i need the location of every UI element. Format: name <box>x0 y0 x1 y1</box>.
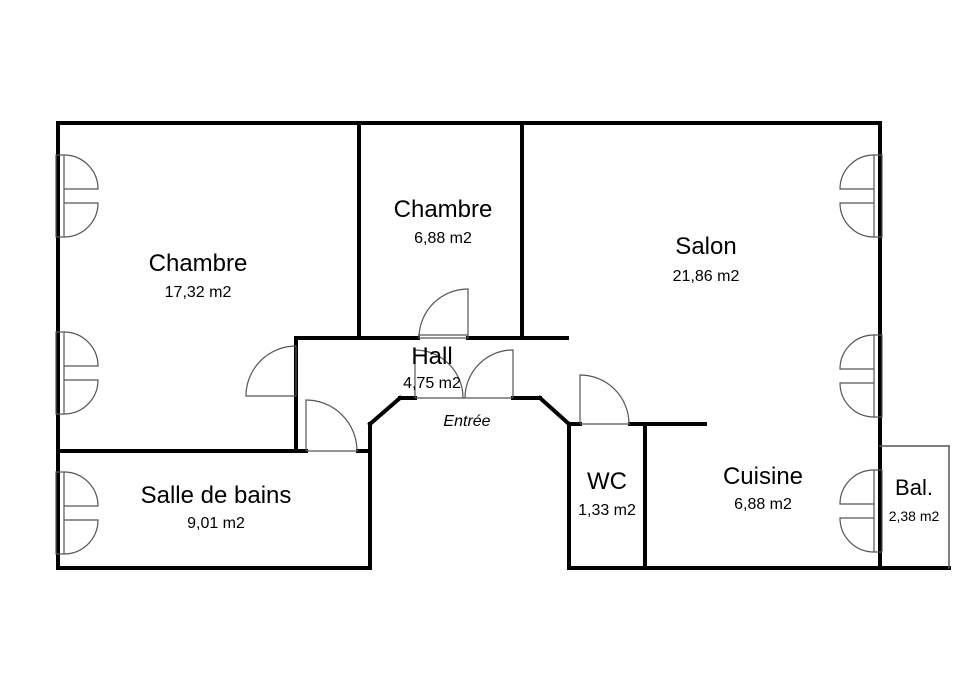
room-name-balcon: Bal. <box>895 475 933 500</box>
room-area-chambre-mid: 6,88 m2 <box>414 230 472 247</box>
windows <box>55 154 883 555</box>
thick-walls <box>56 121 951 570</box>
room-area-wc: 1,33 m2 <box>578 502 636 519</box>
room-area-salle-de-bains: 9,01 m2 <box>187 515 245 532</box>
room-area-cuisine: 6,88 m2 <box>734 496 792 513</box>
entrance-label: Entrée <box>443 413 491 430</box>
room-area-salon: 21,86 m2 <box>672 268 740 285</box>
room-name-salon: Salon <box>675 233 737 260</box>
room-area-chambre-left: 17,32 m2 <box>164 284 232 301</box>
doors <box>245 288 630 452</box>
room-name-chambre-left: Chambre <box>148 250 248 277</box>
room-name-chambre-mid: Chambre <box>393 196 493 223</box>
room-area-balcon: 2,38 m2 <box>888 508 940 524</box>
room-name-hall: Hall <box>411 343 453 370</box>
room-name-wc: WC <box>587 468 627 495</box>
room-name-salle-de-bains: Salle de bains <box>140 482 292 509</box>
room-name-cuisine: Cuisine <box>722 463 804 490</box>
room-area-hall: 4,75 m2 <box>403 375 461 392</box>
